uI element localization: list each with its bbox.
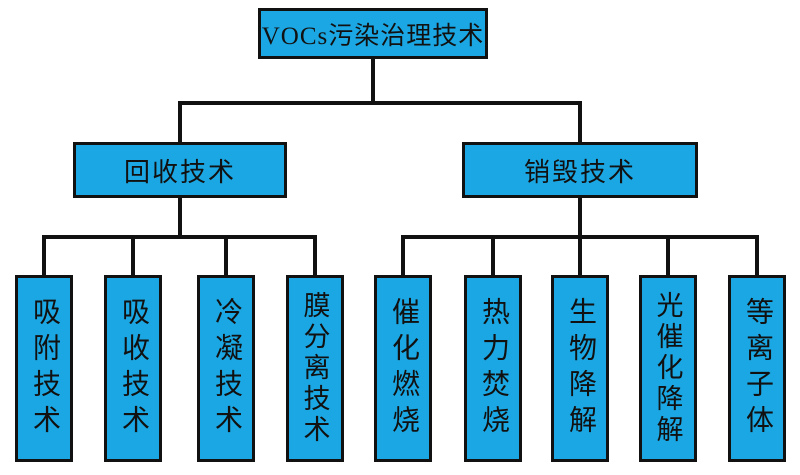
leaf-node-absorption: 吸收技术 — [104, 275, 162, 462]
leaf-node-adsorption: 吸附技术 — [15, 275, 73, 462]
leaf-node-thermal-incineration: 热力焚烧 — [464, 275, 522, 462]
leaf-node-catalytic-combustion: 催化燃烧 — [374, 275, 432, 462]
leaf-node-photocatalytic-degradation: 光催化降解 — [639, 275, 697, 462]
root-node-vocs-treatment: VOCs污染治理技术 — [258, 8, 488, 59]
leaf-node-condensation: 冷凝技术 — [197, 275, 255, 462]
leaf-node-plasma: 等离子体 — [728, 275, 786, 462]
leaf-node-biodegradation: 生物降解 — [551, 275, 609, 462]
branch-node-destruction: 销毁技术 — [462, 142, 698, 198]
branch-node-recovery: 回收技术 — [73, 142, 287, 198]
leaf-node-membrane-separation: 膜分离技术 — [286, 275, 344, 462]
